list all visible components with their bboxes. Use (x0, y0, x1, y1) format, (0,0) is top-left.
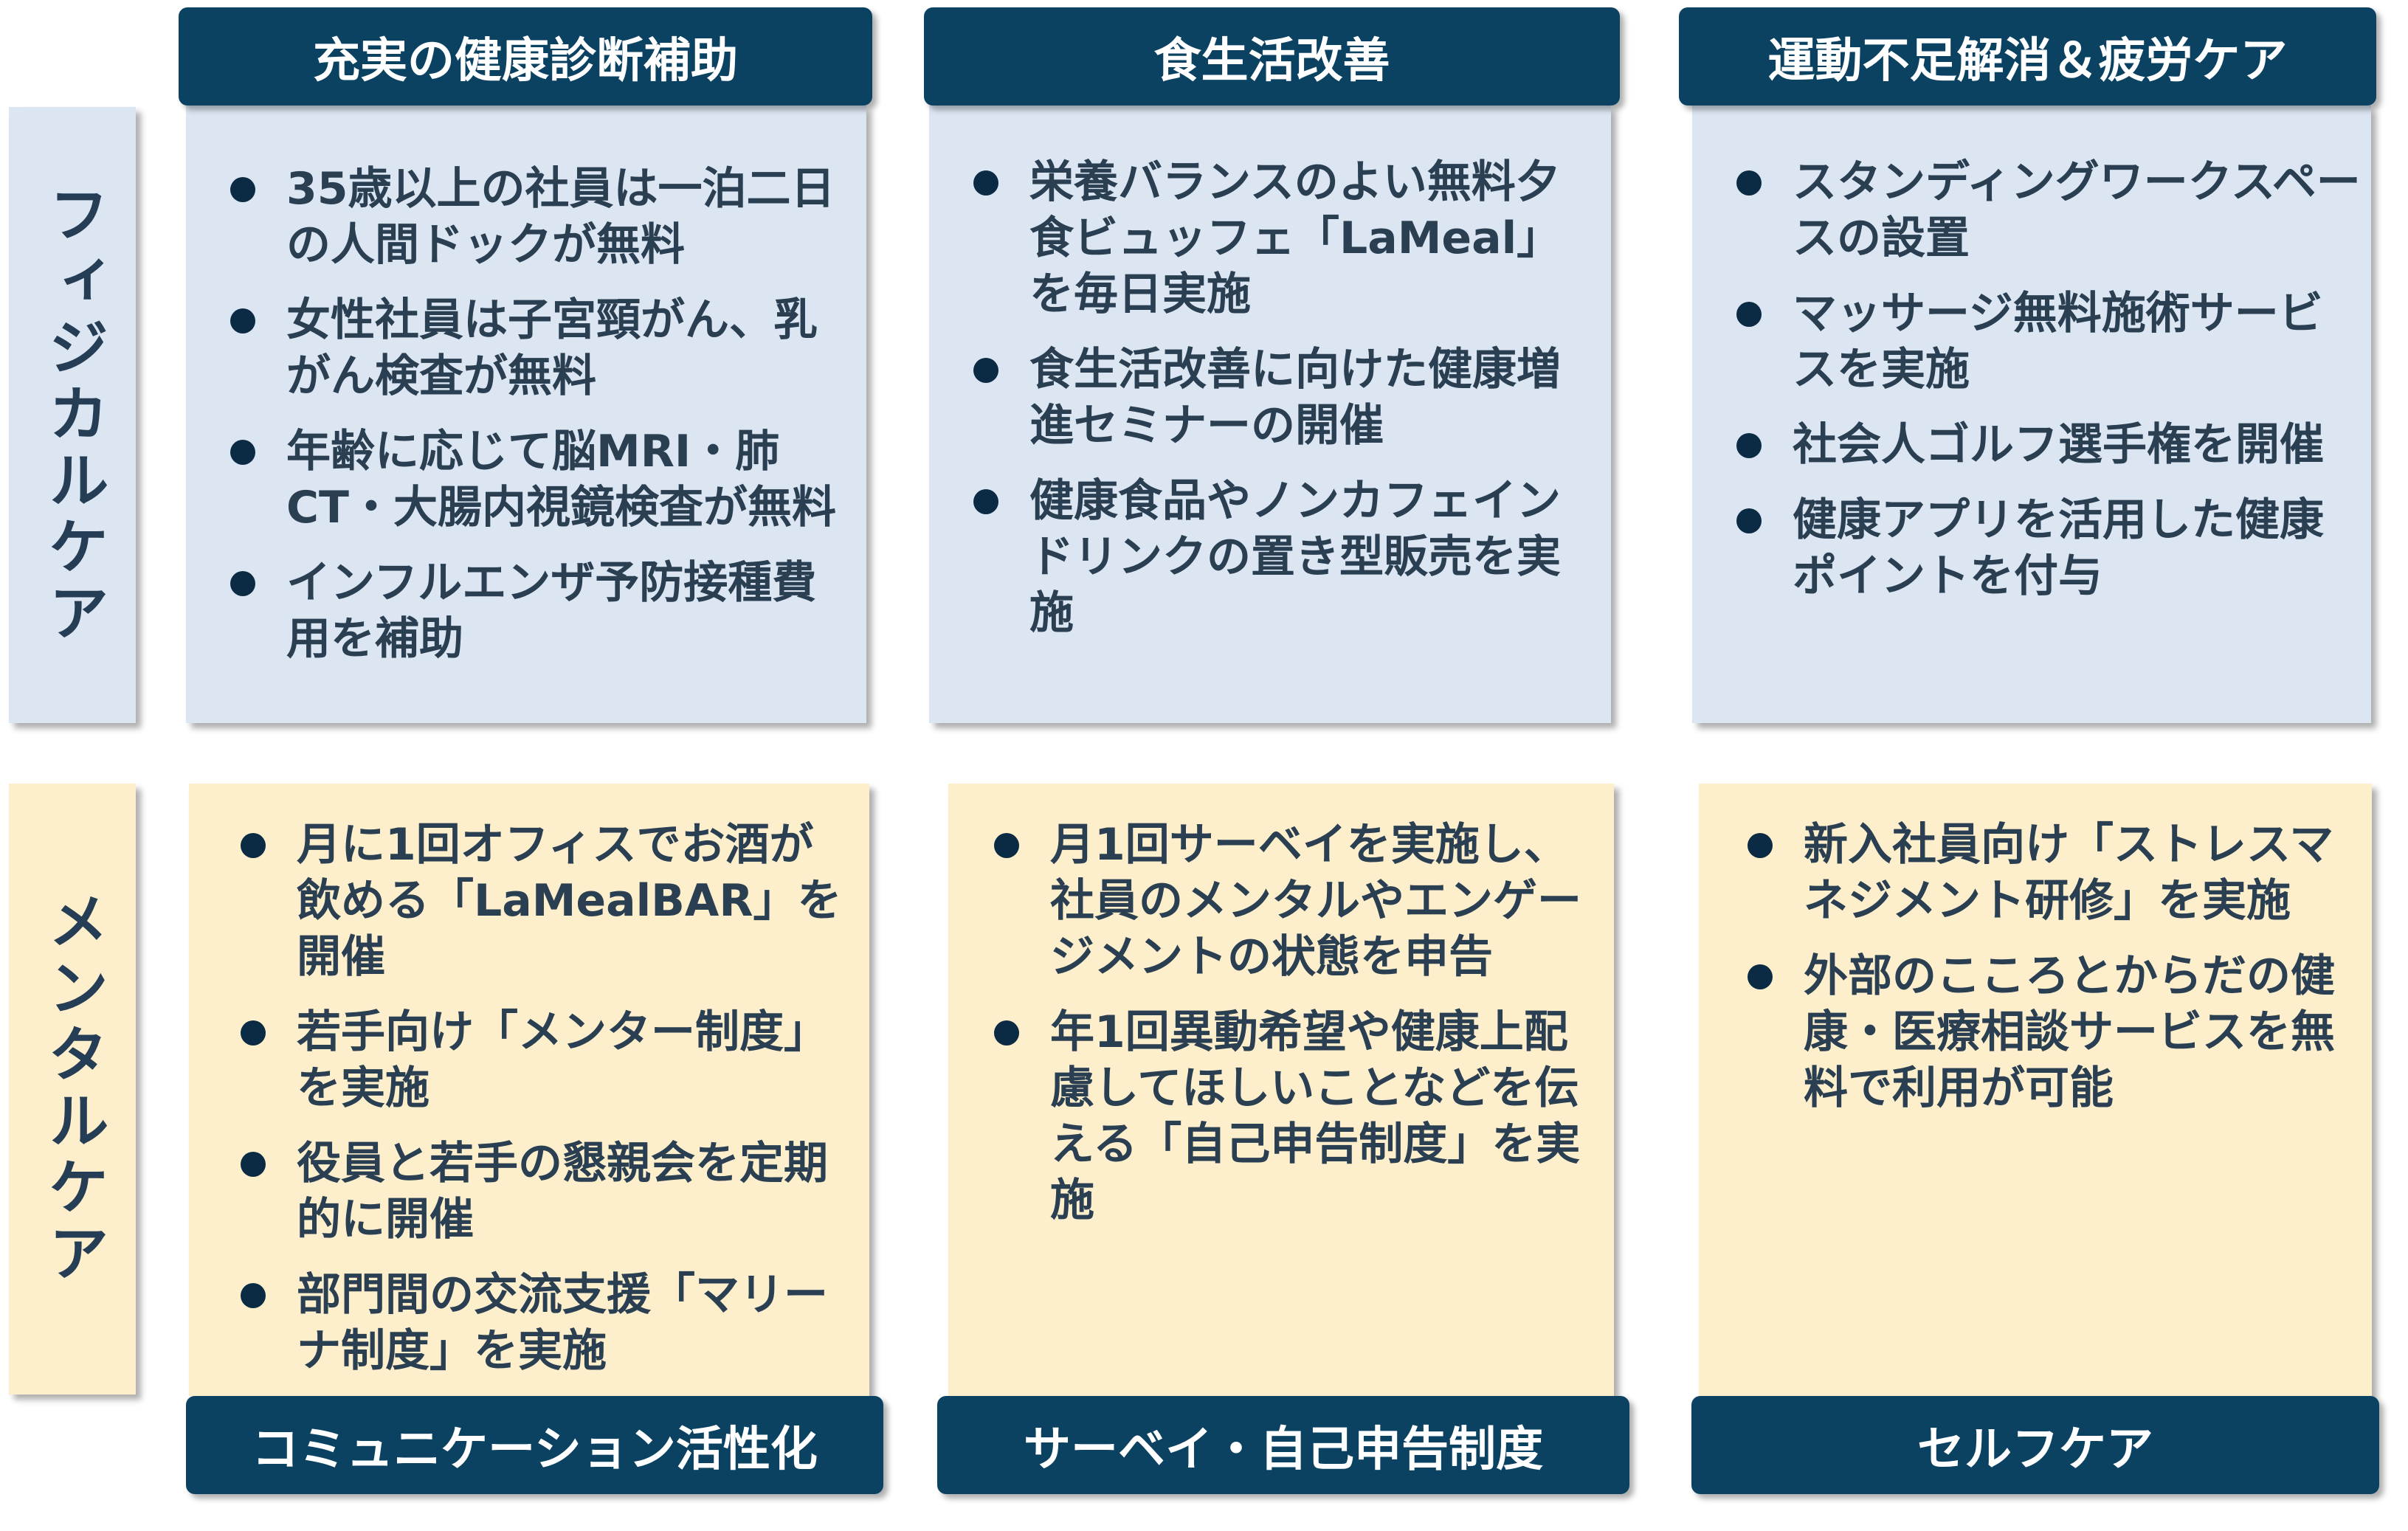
list-item: 役員と若手の懇親会を定期的に開催 (218, 1136, 855, 1248)
list-item: 35歳以上の社員は一泊二日の人間ドックが無料 (208, 161, 852, 273)
panel-mental-survey: 月1回サーベイを実施し、社員のメンタルやエンゲージメントの状態を申告 年1回異動… (948, 784, 1614, 1396)
row-label-mental-text: メンタルケア (38, 890, 108, 1288)
panel-mental-selfcare: 新入社員向け「ストレスマネジメント研修」を実施 外部のこころとからだの健康・医療… (1699, 784, 2372, 1396)
panel-mental-communication: 月に1回オフィスでお酒が飲める「LaMealBAR」を開催 若手向け「メンター制… (189, 784, 869, 1396)
panel-physical-exercise: スタンディングワークスペースの設置 マッサージ無料施術サービスを実施 社会人ゴル… (1692, 106, 2371, 723)
list-item: 健康アプリを活用した健康ポイントを付与 (1714, 492, 2364, 604)
list-item: 年齢に応じて脳MRI・肺CT・大腸内視鏡検査が無料 (208, 424, 852, 536)
list-item: 健康食品やノンカフェインドリンクの置き型販売を実施 (951, 473, 1604, 641)
list-item: 新入社員向け「ストレスマネジメント研修」を実施 (1725, 817, 2364, 929)
header-self-care: セルフケア (1691, 1396, 2379, 1494)
list-item: 女性社員は子宮頸がん、乳がん検査が無料 (208, 292, 852, 404)
list-item: 若手向け「メンター制度」を実施 (218, 1004, 855, 1116)
list-item: スタンディングワークスペースの設置 (1714, 154, 2364, 266)
list-item: 食生活改善に向けた健康増進セミナーの開催 (951, 342, 1604, 454)
list-mental-survey: 月1回サーベイを実施し、社員のメンタルやエンゲージメントの状態を申告 年1回異動… (972, 817, 1607, 1228)
list-item: 部門間の交流支援「マリーナ制度」を実施 (218, 1267, 855, 1379)
panel-physical-diet: 栄養バランスのよい無料夕食ビュッフェ「LaMeal」を毎日実施 食生活改善に向け… (929, 106, 1611, 723)
row-label-physical-text: フィジカルケア (38, 182, 108, 648)
list-physical-health-checkup: 35歳以上の社員は一泊二日の人間ドックが無料 女性社員は子宮頸がん、乳がん検査が… (208, 161, 852, 667)
list-item: マッサージ無料施術サービスを実施 (1714, 286, 2364, 398)
list-physical-diet: 栄養バランスのよい無料夕食ビュッフェ「LaMeal」を毎日実施 食生活改善に向け… (951, 154, 1604, 641)
header-survey-self-report: サーベイ・自己申告制度 (937, 1396, 1629, 1494)
header-exercise-fatigue-care: 運動不足解消＆疲労ケア (1679, 7, 2376, 106)
panel-physical-health-checkup: 35歳以上の社員は一泊二日の人間ドックが無料 女性社員は子宮頸がん、乳がん検査が… (186, 106, 866, 723)
row-label-mental: メンタルケア (9, 784, 136, 1395)
header-health-checkup: 充実の健康診断補助 (179, 7, 872, 106)
list-item: 社会人ゴルフ選手権を開催 (1714, 417, 2364, 473)
header-diet-improvement: 食生活改善 (924, 7, 1620, 106)
list-item: 月に1回オフィスでお酒が飲める「LaMealBAR」を開催 (218, 817, 855, 985)
list-physical-exercise: スタンディングワークスペースの設置 マッサージ無料施術サービスを実施 社会人ゴル… (1714, 154, 2364, 604)
row-label-physical: フィジカルケア (9, 107, 136, 723)
header-communication: コミュニケーション活性化 (186, 1396, 883, 1494)
list-item: 栄養バランスのよい無料夕食ビュッフェ「LaMeal」を毎日実施 (951, 154, 1604, 322)
list-mental-selfcare: 新入社員向け「ストレスマネジメント研修」を実施 外部のこころとからだの健康・医療… (1725, 817, 2364, 1116)
list-item: インフルエンザ予防接種費用を補助 (208, 555, 852, 667)
list-item: 外部のこころとからだの健康・医療相談サービスを無料で利用が可能 (1725, 948, 2364, 1116)
list-item: 年1回異動希望や健康上配慮してほしいことなどを伝える「自己申告制度」を実施 (972, 1004, 1607, 1228)
list-mental-communication: 月に1回オフィスでお酒が飲める「LaMealBAR」を開催 若手向け「メンター制… (218, 817, 855, 1379)
list-item: 月1回サーベイを実施し、社員のメンタルやエンゲージメントの状態を申告 (972, 817, 1607, 985)
